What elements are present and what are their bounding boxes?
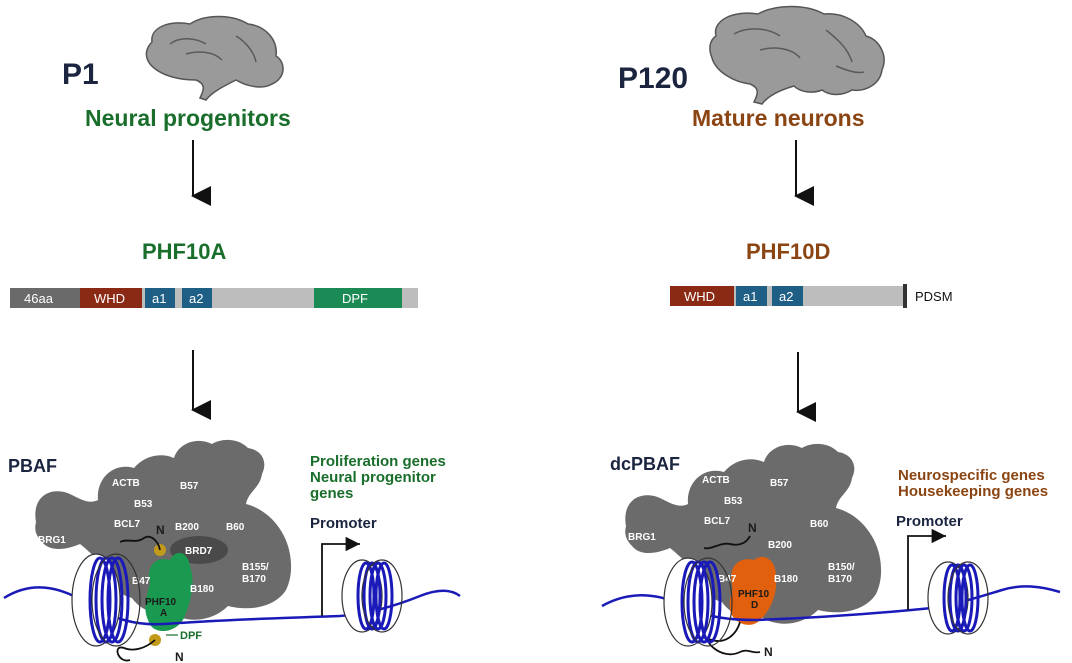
subunit-b180-right: B180 [774, 574, 798, 585]
subunit-b47-left: B47 [132, 576, 151, 587]
n-label-top-left: N [156, 523, 165, 537]
promoter-arrow-left [321, 536, 360, 616]
domain-whd [80, 288, 142, 308]
subunit-bcl7-right: BCL7 [704, 516, 731, 527]
domain-a2 [772, 286, 803, 306]
promoter-label-left: Promoter [310, 515, 377, 532]
brain-sagittal-icon [145, 15, 284, 101]
domain-a1 [145, 288, 175, 308]
promoter-arrow-right [907, 528, 946, 610]
subunit-b47-right: B47 [718, 574, 737, 585]
subunit-bcl7-left: BCL7 [114, 519, 141, 530]
genes-left-3: genes [310, 485, 353, 502]
phf10d-label-2: D [751, 600, 758, 611]
dpf-label-left: DPF [180, 630, 202, 642]
genes-left-1: Proliferation genes [310, 453, 446, 470]
domain-a2 [182, 288, 212, 308]
cell-type-left: Neural progenitors [85, 105, 291, 131]
brain-sagittal-icon [709, 5, 885, 105]
dcpbaf-body [625, 443, 882, 624]
nucleosome-left-1 [71, 553, 141, 647]
domain-46aa-label: 46aa [24, 291, 54, 306]
pbaf-complex: PBAF [8, 439, 292, 662]
genes-left-2: Neural progenitor [310, 469, 436, 486]
isoform-right: PHF10D [746, 239, 830, 264]
complex-name-right: dcPBAF [610, 454, 680, 474]
subunit-b200-left: B200 [175, 522, 199, 533]
nucleosome-right-1 [663, 557, 733, 647]
nucleosome-right-2 [927, 561, 989, 635]
domain-a1 [736, 286, 767, 306]
subunit-b60-right: B60 [810, 519, 829, 530]
domain-a1-label: a1 [152, 291, 166, 306]
subunit-brg1-left: BRG1 [38, 535, 66, 546]
n-label-bottom-left: N [175, 650, 184, 663]
subunit-b57-right: B57 [770, 478, 789, 489]
pdsm-label: PDSM [915, 289, 953, 304]
n-terminal-tail-top [119, 535, 161, 551]
pbaf-body [35, 439, 292, 620]
right-panel: P120 Mature neurons PHF10D WHD a1 a2 PDS… [601, 5, 1061, 659]
domain-bar-phf10a: 46aa WHD a1 a2 DPF [10, 288, 418, 308]
promoter-label-right: Promoter [896, 513, 963, 530]
n-terminal-tail-top [703, 535, 751, 550]
n-label-top-right: N [748, 521, 757, 535]
complex-name-left: PBAF [8, 456, 57, 476]
phf10d-label-1: PHF10 [738, 589, 770, 600]
subunit-actb-right: ACTB [702, 475, 730, 486]
brd7-label: BRD7 [185, 546, 213, 557]
domain-a1-label: a1 [743, 289, 757, 304]
domain-a2-label: a2 [779, 289, 793, 304]
n-terminal-tail-bottom [707, 621, 761, 655]
domain-a2-label: a2 [189, 291, 203, 306]
left-panel: P1 Neural progenitors PHF10A 46aa WHD a1… [3, 15, 461, 663]
subunit-b180-left: B180 [190, 584, 214, 595]
nucleosome-left-2 [341, 559, 403, 633]
domain-whd-label: WHD [684, 289, 715, 304]
subunit-b57-left: B57 [180, 481, 199, 492]
domain-whd [670, 286, 734, 306]
subunit-b150-right: B150/ [828, 562, 855, 573]
cell-type-right: Mature neurons [692, 105, 865, 131]
domain-bar-phf10d: WHD a1 a2 PDSM [670, 284, 953, 308]
domain-dpf [314, 288, 402, 308]
stage-label-p1: P1 [62, 58, 99, 91]
stage-label-p120: P120 [618, 62, 688, 95]
domain-dpf-label: DPF [342, 291, 368, 306]
subunit-b170-left: B170 [242, 574, 266, 585]
subunit-b60-left: B60 [226, 522, 245, 533]
n-label-bottom-right: N [764, 645, 773, 659]
subunit-actb-left: ACTB [112, 478, 140, 489]
domain-46aa [10, 288, 80, 308]
genes-right-1: Neurospecific genes [898, 467, 1045, 484]
genes-right-2: Housekeeping genes [898, 483, 1048, 500]
phf10a-label-2: A [160, 608, 167, 619]
subunit-b155-left: B155/ [242, 562, 269, 573]
subunit-b200-right: B200 [768, 540, 792, 551]
domain-whd-label: WHD [94, 291, 125, 306]
subunit-b170-right: B170 [828, 574, 852, 585]
n-terminal-tail-bottom [116, 639, 156, 662]
phf10a-protein [145, 552, 193, 632]
subunit-brg1-right: BRG1 [628, 532, 656, 543]
subunit-b53-left: B53 [134, 499, 153, 510]
isoform-left: PHF10A [142, 239, 226, 264]
phf10a-label-1: PHF10 [145, 597, 177, 608]
phf10d-protein [729, 556, 777, 625]
subunit-b53-right: B53 [724, 496, 743, 507]
dcpbaf-complex: dcPBAF [610, 443, 882, 655]
pdsm-marker [903, 284, 907, 308]
